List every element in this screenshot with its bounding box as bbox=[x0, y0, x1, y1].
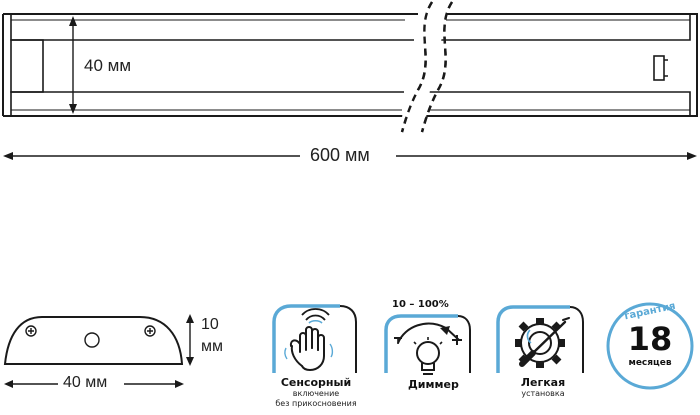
profile-height-arrow bbox=[186, 314, 194, 366]
feature-dimmer-title: Диммер bbox=[408, 378, 459, 391]
hand-sensor-icon bbox=[272, 304, 357, 373]
height-dimension-label: 40 мм bbox=[84, 56, 132, 75]
feature-sensor-caption: Сенсорный включение без прикосновения bbox=[264, 376, 368, 409]
feature-install-subtitle: установка bbox=[521, 389, 565, 398]
lamp-outline-left bbox=[2, 13, 418, 117]
profile-height-unit: мм bbox=[201, 338, 223, 355]
warranty-badge bbox=[606, 302, 694, 390]
warranty-bottom-text: месяцев bbox=[628, 358, 672, 368]
profile-height-value: 10 bbox=[201, 316, 219, 333]
lamp-outline-right bbox=[426, 13, 698, 117]
dimmer-range-label: 10 – 100% bbox=[392, 299, 449, 310]
feature-sensor-subtitle-1: включение bbox=[292, 389, 340, 398]
dimmer-bulb-icon bbox=[384, 314, 471, 375]
warranty-number: 18 bbox=[627, 320, 673, 358]
screw-right-icon bbox=[144, 325, 156, 337]
lamp-top-rail bbox=[10, 14, 691, 41]
feature-sensor-subtitle-2: без прикосновения bbox=[275, 399, 357, 408]
profile-outline bbox=[3, 316, 184, 365]
feature-install-caption: Легкая установка bbox=[506, 376, 580, 399]
profile-width-label: 40 мм bbox=[63, 374, 108, 391]
left-end-cap bbox=[10, 39, 44, 93]
profile-width-arrow bbox=[4, 380, 184, 388]
lamp-bottom-rail bbox=[10, 91, 691, 116]
screw-left-icon bbox=[25, 325, 37, 337]
feature-sensor-title: Сенсорный bbox=[280, 376, 352, 389]
warranty-text-group: гарантия 18 месяцев bbox=[610, 301, 690, 388]
length-dimension-label: 600 мм bbox=[310, 145, 370, 165]
sensor-window bbox=[84, 332, 100, 348]
length-dimension-arrow bbox=[3, 152, 697, 160]
right-connector bbox=[653, 55, 665, 81]
feature-install-title: Легкая bbox=[520, 376, 566, 389]
gear-screwdriver-icon bbox=[496, 305, 584, 373]
height-dimension-arrow bbox=[69, 16, 77, 114]
